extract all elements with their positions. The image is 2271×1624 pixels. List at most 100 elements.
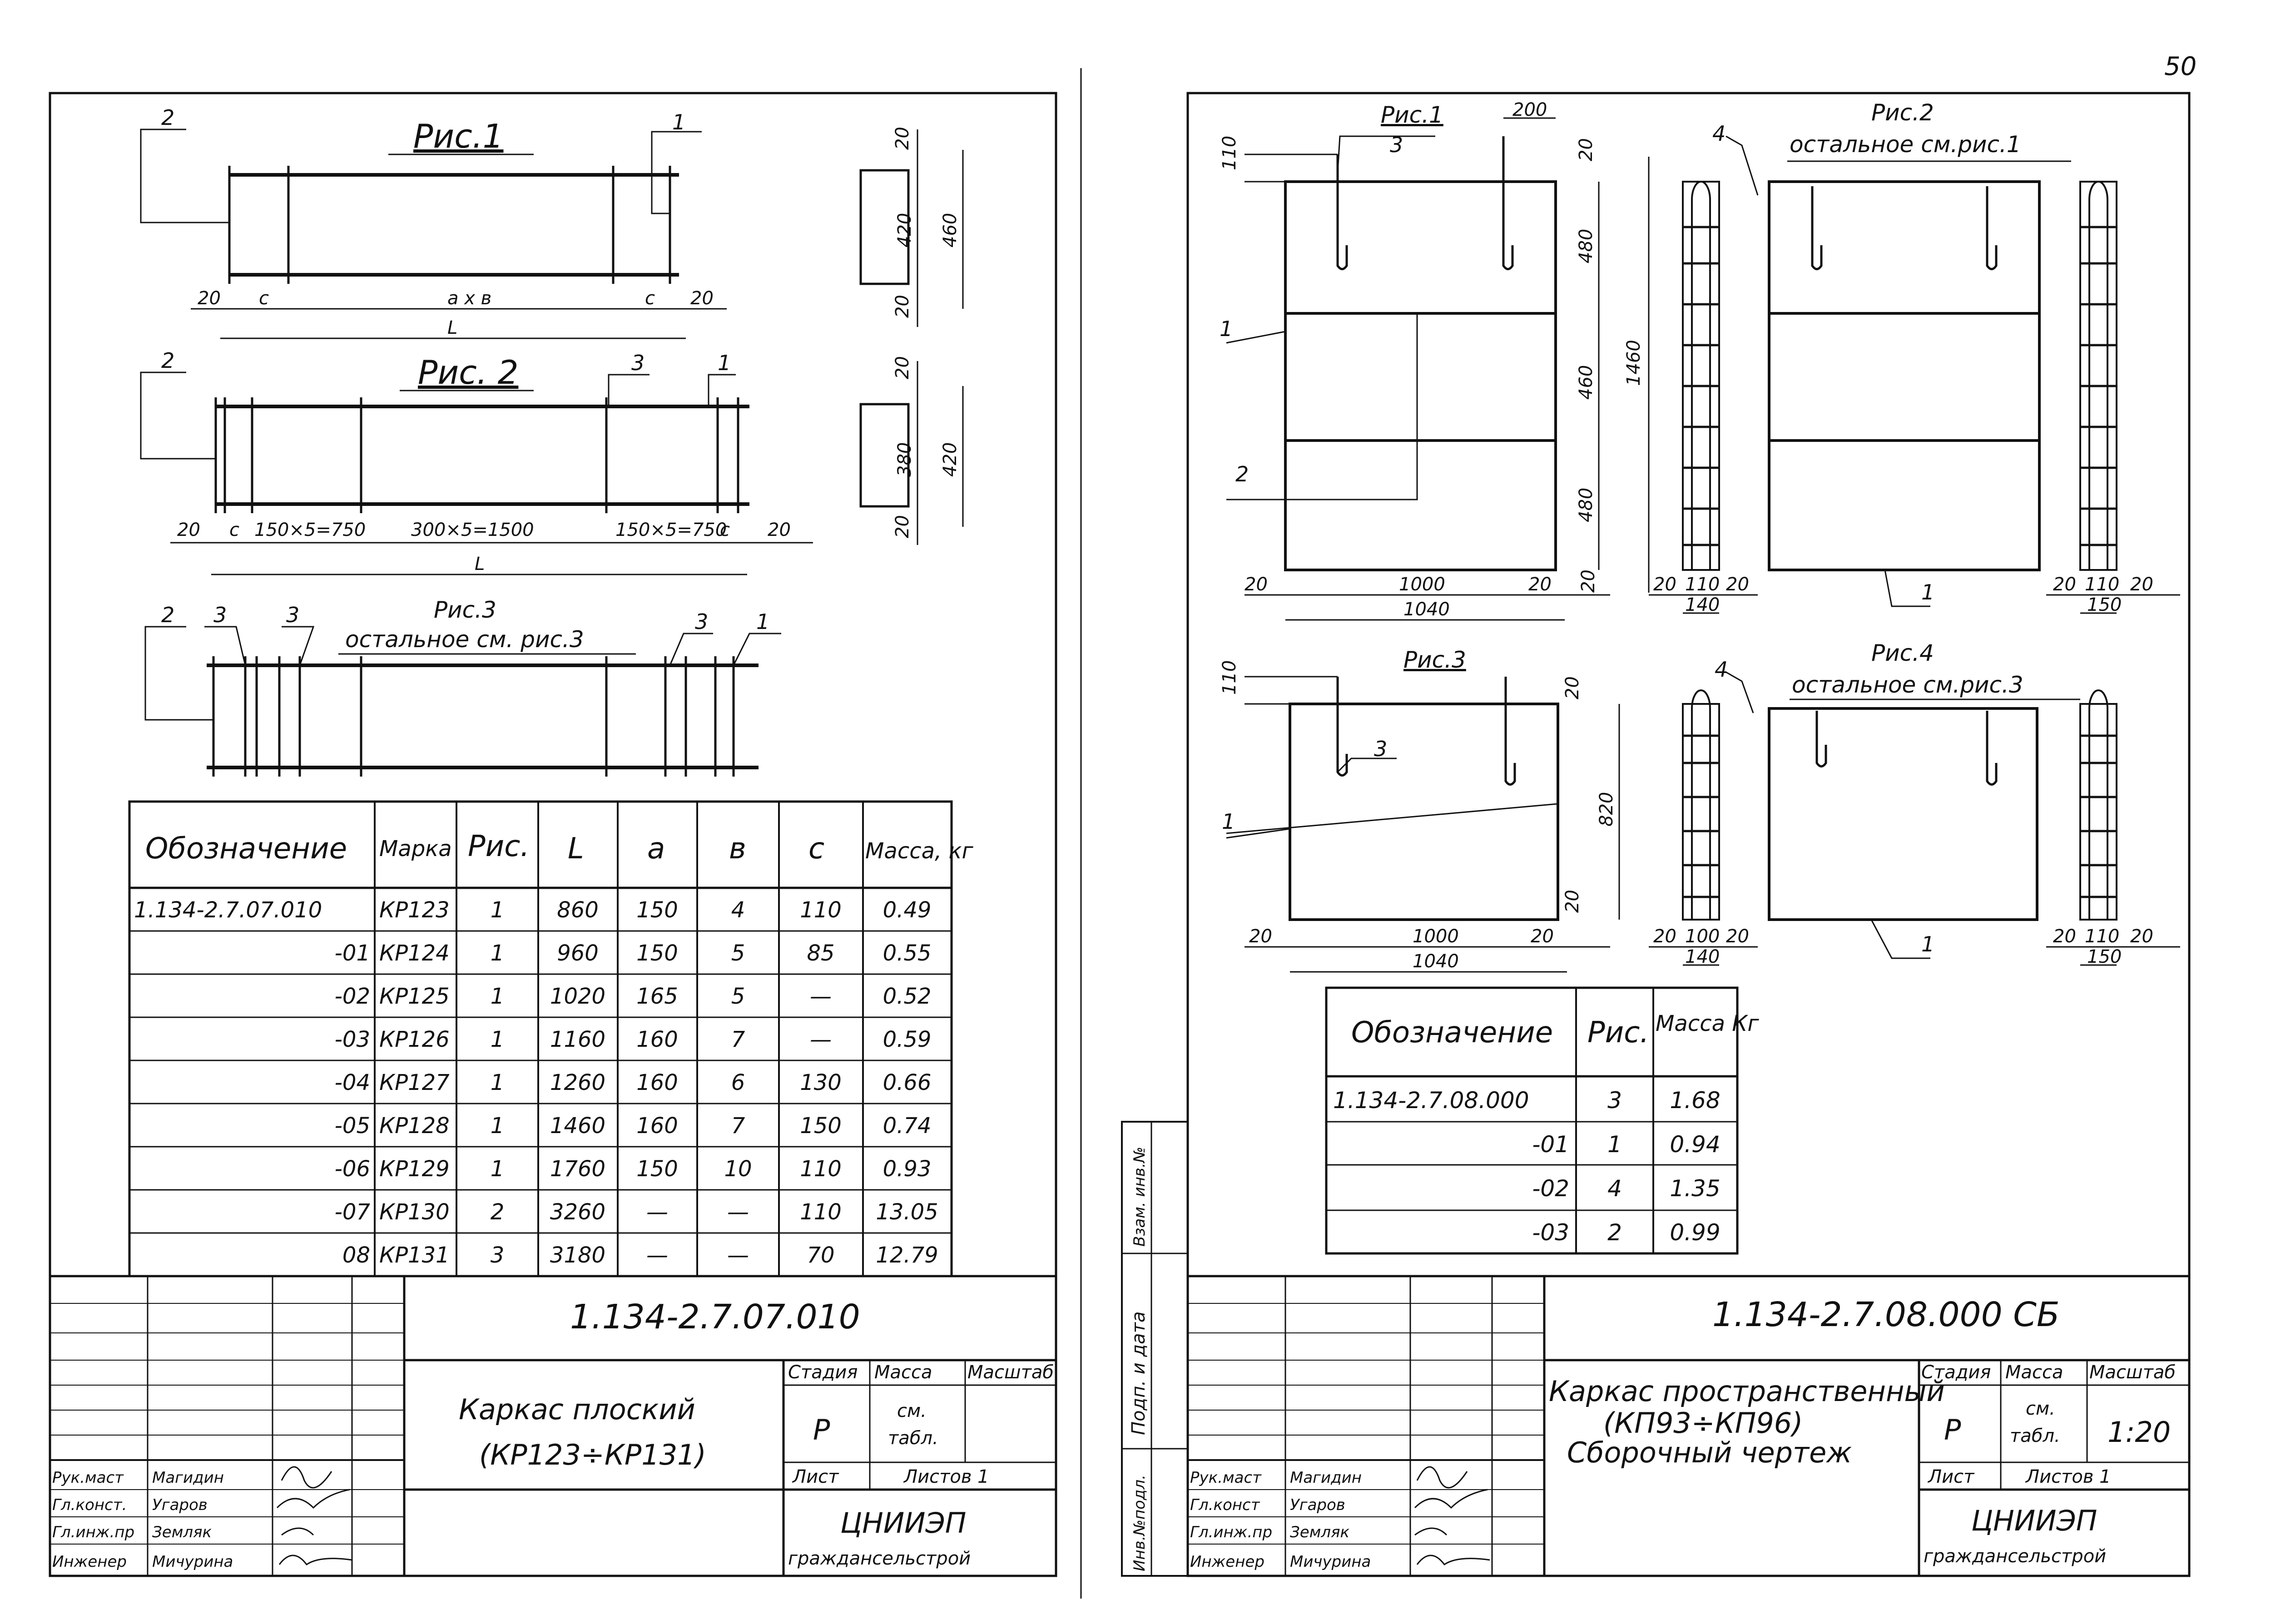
left-name-2: Земляк bbox=[152, 1523, 212, 1541]
left-table-cell-r5-c5: 7 bbox=[731, 1113, 745, 1139]
right-table-cell-r1-c1: 1 bbox=[1607, 1131, 1622, 1158]
left-fig3-callout-3b: 3 bbox=[286, 603, 299, 627]
right-th-designation: Обозначение bbox=[1351, 1016, 1553, 1050]
right-role-1: Гл.конст bbox=[1190, 1496, 1260, 1514]
left-fig1-dim-c2: c bbox=[645, 288, 655, 309]
left-table-cell-r1-c7: 0.55 bbox=[883, 941, 932, 966]
right-fig1-dim-20top: 20 bbox=[1576, 138, 1597, 161]
left-stage-value: Р bbox=[813, 1413, 830, 1446]
left-table-cell-r5-c1: КР128 bbox=[379, 1113, 450, 1139]
right-fig3-dim-820: 820 bbox=[1596, 792, 1617, 827]
left-table-cell-r1-c3: 960 bbox=[557, 941, 599, 966]
left-th-fig: Рис. bbox=[468, 830, 530, 863]
right-scale-value: 1:20 bbox=[2107, 1416, 2171, 1449]
right-stage-value: Р bbox=[1944, 1413, 1961, 1446]
left-name-3: Мичурина bbox=[152, 1553, 233, 1571]
left-table-cell-r4-c2: 1 bbox=[491, 1070, 505, 1095]
right-fig3-dim-20top: 20 bbox=[1562, 676, 1583, 699]
left-mass-value-1: см. bbox=[897, 1401, 927, 1421]
right-fig2-side-20r: 20 bbox=[2130, 574, 2153, 595]
right-table-cell-r1-c0: -01 bbox=[1532, 1131, 1569, 1158]
left-fig3-title: Рис.3 bbox=[434, 597, 496, 623]
right-fig1-side-callout-4: 4 bbox=[1712, 121, 1726, 146]
left-table-cell-r7-c2: 2 bbox=[491, 1199, 505, 1225]
right-fig3-dim-110: 110 bbox=[1219, 660, 1240, 695]
right-fig2-side-150: 150 bbox=[2087, 594, 2122, 615]
left-th-designation: Обозначение bbox=[145, 832, 347, 866]
left-table-cell-r1-c4: 150 bbox=[636, 941, 678, 966]
left-mass-label: Масса bbox=[874, 1362, 932, 1383]
left-table-cell-r7-c4: — bbox=[646, 1199, 668, 1225]
left-fig1-sec-460: 460 bbox=[940, 213, 961, 248]
right-fig1-dim-480a: 480 bbox=[1576, 229, 1597, 263]
left-fig1: Рис.1 2 1 20 c a x в c 20 L 20 420 bbox=[140, 105, 964, 339]
right-stage-label: Стадия bbox=[1921, 1362, 1991, 1383]
left-table-cell-r8-c1: КР131 bbox=[379, 1243, 450, 1268]
right-fig3-dim-1040: 1040 bbox=[1413, 951, 1459, 972]
left-table-cell-r7-c3: 3260 bbox=[550, 1199, 605, 1225]
left-table-cell-r0-c4: 150 bbox=[636, 897, 678, 923]
right-fig4-title: Рис.4 bbox=[1871, 640, 1934, 666]
right-fig2-side-110: 110 bbox=[2085, 574, 2119, 595]
right-fig3-side-100: 100 bbox=[1685, 926, 1720, 947]
right-org-2: граждансельстрой bbox=[1924, 1546, 2106, 1567]
right-drawing-name-3: Сборочный чертеж bbox=[1567, 1436, 1852, 1469]
right-fig4: Рис.4 остальное см.рис.3 1 20 110 20 150 bbox=[1768, 640, 2180, 967]
left-table-cell-r8-c6: 70 bbox=[807, 1243, 834, 1268]
left-fig3-subtitle: остальное см. рис.3 bbox=[345, 626, 584, 653]
right-fig1-side-20l: 20 bbox=[1653, 574, 1676, 595]
left-table-cell-r3-c2: 1 bbox=[491, 1027, 505, 1052]
right-name-1: Угаров bbox=[1290, 1496, 1345, 1514]
left-fig1-dim-L: L bbox=[447, 317, 457, 338]
left-table-cell-r4-c5: 6 bbox=[731, 1070, 745, 1095]
left-fig3-callout-3a: 3 bbox=[213, 603, 227, 627]
right-fig1-dim-1460: 1460 bbox=[1623, 340, 1644, 386]
left-fig2-dim-750a: 150×5=750 bbox=[254, 520, 366, 540]
right-fig2-subtitle: остальное см.рис.1 bbox=[1790, 131, 2021, 158]
right-sheet-frame bbox=[1186, 92, 2191, 1577]
left-table-cell-r7-c0: -07 bbox=[335, 1199, 371, 1225]
right-fig3-callout-1: 1 bbox=[1222, 809, 1235, 834]
left-table-cell-r6-c6: 110 bbox=[800, 1156, 842, 1182]
left-table-cell-r0-c7: 0.49 bbox=[883, 897, 932, 923]
left-table-cell-r2-c2: 1 bbox=[491, 984, 505, 1009]
left-table-cell-r5-c6: 150 bbox=[800, 1113, 842, 1139]
left-table-cell-r4-c1: КР127 bbox=[379, 1070, 450, 1095]
left-fig2-dim-c2: c bbox=[720, 520, 730, 540]
left-table-cell-r7-c5: — bbox=[727, 1199, 749, 1225]
left-fig2-sec-420: 420 bbox=[940, 442, 961, 477]
left-fig1-sec-20a: 20 bbox=[892, 127, 913, 150]
right-fig3-dim-20r: 20 bbox=[1531, 926, 1554, 947]
left-fig1-dim-20b: 20 bbox=[690, 288, 714, 309]
left-table-cell-r2-c0: -02 bbox=[335, 984, 370, 1009]
left-name-0: Магидин bbox=[152, 1469, 224, 1487]
right-title-block: 1.134-2.7.08.000 СБ Каркас пространствен… bbox=[1188, 1275, 2189, 1576]
right-fig4-side-20r: 20 bbox=[2130, 926, 2153, 947]
left-fig2-dim-L: L bbox=[475, 554, 485, 574]
right-fig3-side-20l: 20 bbox=[1653, 926, 1676, 947]
left-table-cell-r5-c3: 1460 bbox=[550, 1113, 605, 1139]
left-sheet-frame bbox=[49, 92, 1057, 1577]
left-table-cell-r7-c1: КР130 bbox=[379, 1199, 450, 1225]
left-sheet-label: Лист bbox=[792, 1466, 839, 1487]
left-fig1-sec-20b: 20 bbox=[892, 295, 913, 318]
right-spec-table: Обозначение Рис. Масса Кг 1.134-2.7.08.0… bbox=[1325, 986, 1759, 1255]
right-fig1-dim-200: 200 bbox=[1512, 99, 1547, 120]
right-fig1: Рис.1 3 1 2 200 110 20 480 bbox=[1219, 99, 1759, 621]
left-th-mark: Марка bbox=[379, 836, 452, 862]
right-fig1-dim-20bot: 20 bbox=[1578, 569, 1599, 593]
left-role-0: Рук.маст bbox=[52, 1469, 124, 1487]
page-number: 50 bbox=[2164, 52, 2197, 81]
right-table-cell-r0-c1: 3 bbox=[1607, 1087, 1622, 1114]
left-table-cell-r8-c5: — bbox=[727, 1243, 749, 1268]
right-drawing-name-2: (КП93÷КП96) bbox=[1603, 1406, 1803, 1440]
left-drawing-code: 1.134-2.7.07.010 bbox=[570, 1297, 860, 1337]
right-signatures bbox=[1414, 1466, 1490, 1566]
right-fig1-callout-3: 3 bbox=[1390, 133, 1403, 157]
left-fig1-sec-420: 420 bbox=[894, 213, 915, 248]
right-table-cell-r0-c2: 1.68 bbox=[1670, 1087, 1720, 1114]
left-fig2-dim-750b: 150×5=750 bbox=[615, 520, 727, 540]
right-fig1-dim-20r: 20 bbox=[1528, 574, 1552, 595]
right-table-cell-r3-c1: 2 bbox=[1607, 1219, 1622, 1246]
